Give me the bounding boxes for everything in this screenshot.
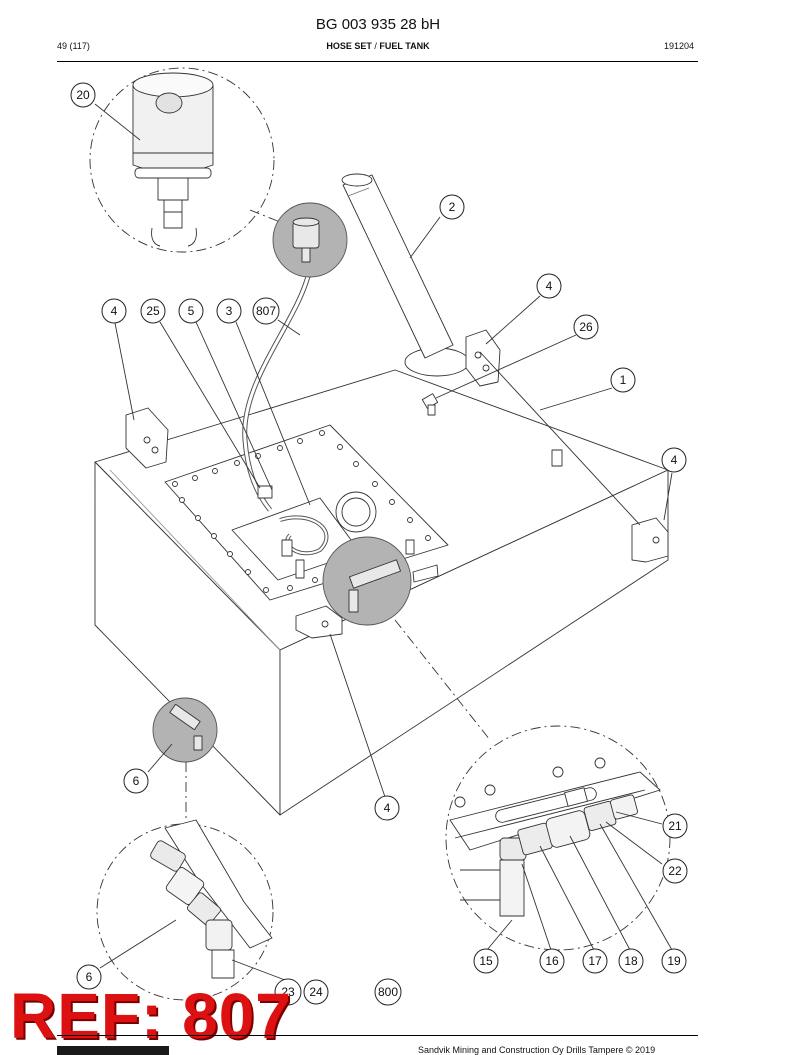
tank-clip (551, 449, 563, 467)
tank-rail (479, 351, 641, 526)
callout-label: 19 (667, 954, 681, 968)
leader-lines (94, 103, 673, 981)
detail-circle-valve (445, 725, 671, 951)
callout-label: 800 (378, 985, 398, 999)
footer-copyright: Sandvik Mining and Construction Oy Drill… (418, 1045, 656, 1055)
valve-assembly-small (348, 559, 401, 613)
breather-filter-detail (132, 72, 214, 247)
callout-24: 24 (303, 979, 329, 1005)
breather-filter-small (292, 217, 320, 263)
callout-label: 4 (546, 279, 553, 293)
callout-label: 20 (76, 88, 90, 102)
brand-logo (57, 1046, 169, 1055)
callout-label: 2 (449, 200, 456, 214)
callout-21: 21 (662, 813, 688, 839)
callout-label: 15 (479, 954, 493, 968)
drain-fitting-detail (150, 819, 273, 979)
drain-fitting-small (169, 703, 203, 751)
page-number: 49 (117) (57, 41, 90, 51)
callout-label: 16 (545, 954, 559, 968)
page-title: HOSE SET / FUEL TANK (0, 41, 756, 51)
callout-23: 23 (274, 978, 302, 1006)
callout-label: 807 (256, 304, 276, 318)
mounting-bracket-front (295, 605, 343, 639)
callout-16: 16 (539, 948, 565, 974)
document-number: BG 003 935 28 bH (315, 16, 441, 33)
filler-neck (341, 173, 470, 377)
callout-label: 18 (624, 954, 638, 968)
callout-label: 17 (588, 954, 602, 968)
callout-1: 1 (610, 367, 636, 393)
callout-4: 4 (661, 447, 687, 473)
cover-fittings (257, 485, 415, 579)
cover-bolts (172, 430, 431, 593)
callout-label: 26 (579, 320, 593, 334)
callout-19: 19 (661, 948, 687, 974)
callout-4: 4 (101, 298, 127, 324)
callout-label: 6 (86, 970, 93, 984)
callout-807: 807 (252, 297, 280, 325)
callout-4: 4 (536, 273, 562, 299)
title-fuel-tank: FUEL TANK (379, 41, 430, 51)
fitting-part-26 (421, 393, 439, 416)
reference-stamp: REF: 807 (10, 980, 292, 1052)
callout-label: 21 (668, 819, 682, 833)
title-hose-set: HOSE SET (326, 41, 372, 51)
callout-label: 1 (620, 373, 627, 387)
callout-label: 5 (188, 304, 195, 318)
callout-5: 5 (178, 298, 204, 324)
callout-18: 18 (618, 948, 644, 974)
callout-label: 25 (146, 304, 160, 318)
callout-800: 800 (374, 978, 402, 1006)
callout-25: 25 (140, 298, 166, 324)
callout-label: 22 (668, 864, 682, 878)
mounting-bracket-left (125, 407, 169, 469)
detail-circle-filter (89, 67, 275, 253)
mounting-bracket-right (631, 517, 669, 563)
callout-6: 6 (123, 768, 149, 794)
callout-17: 17 (582, 948, 608, 974)
date-code: 191204 (664, 41, 695, 51)
callout-26: 26 (573, 314, 599, 340)
callout-label: 4 (671, 453, 678, 467)
valve-assembly-detail (449, 757, 661, 917)
callout-label: 4 (111, 304, 118, 318)
callout-label: 24 (309, 985, 323, 999)
callout-4: 4 (374, 795, 400, 821)
callout-label: 3 (226, 304, 233, 318)
callout-15: 15 (473, 948, 499, 974)
header-rule (57, 61, 698, 62)
callout-label: 23 (281, 985, 295, 999)
callout-6: 6 (76, 964, 102, 990)
callout-label: 6 (133, 774, 140, 788)
callout-2: 2 (439, 194, 465, 220)
mounting-bracket-top-right (465, 329, 501, 387)
title-separator: / (371, 41, 380, 51)
callout-20: 20 (70, 82, 96, 108)
footer-rule (57, 1035, 698, 1036)
callout-label: 4 (384, 801, 391, 815)
callout-22: 22 (662, 858, 688, 884)
drain-highlight-zone (152, 697, 218, 763)
callout-3: 3 (216, 298, 242, 324)
